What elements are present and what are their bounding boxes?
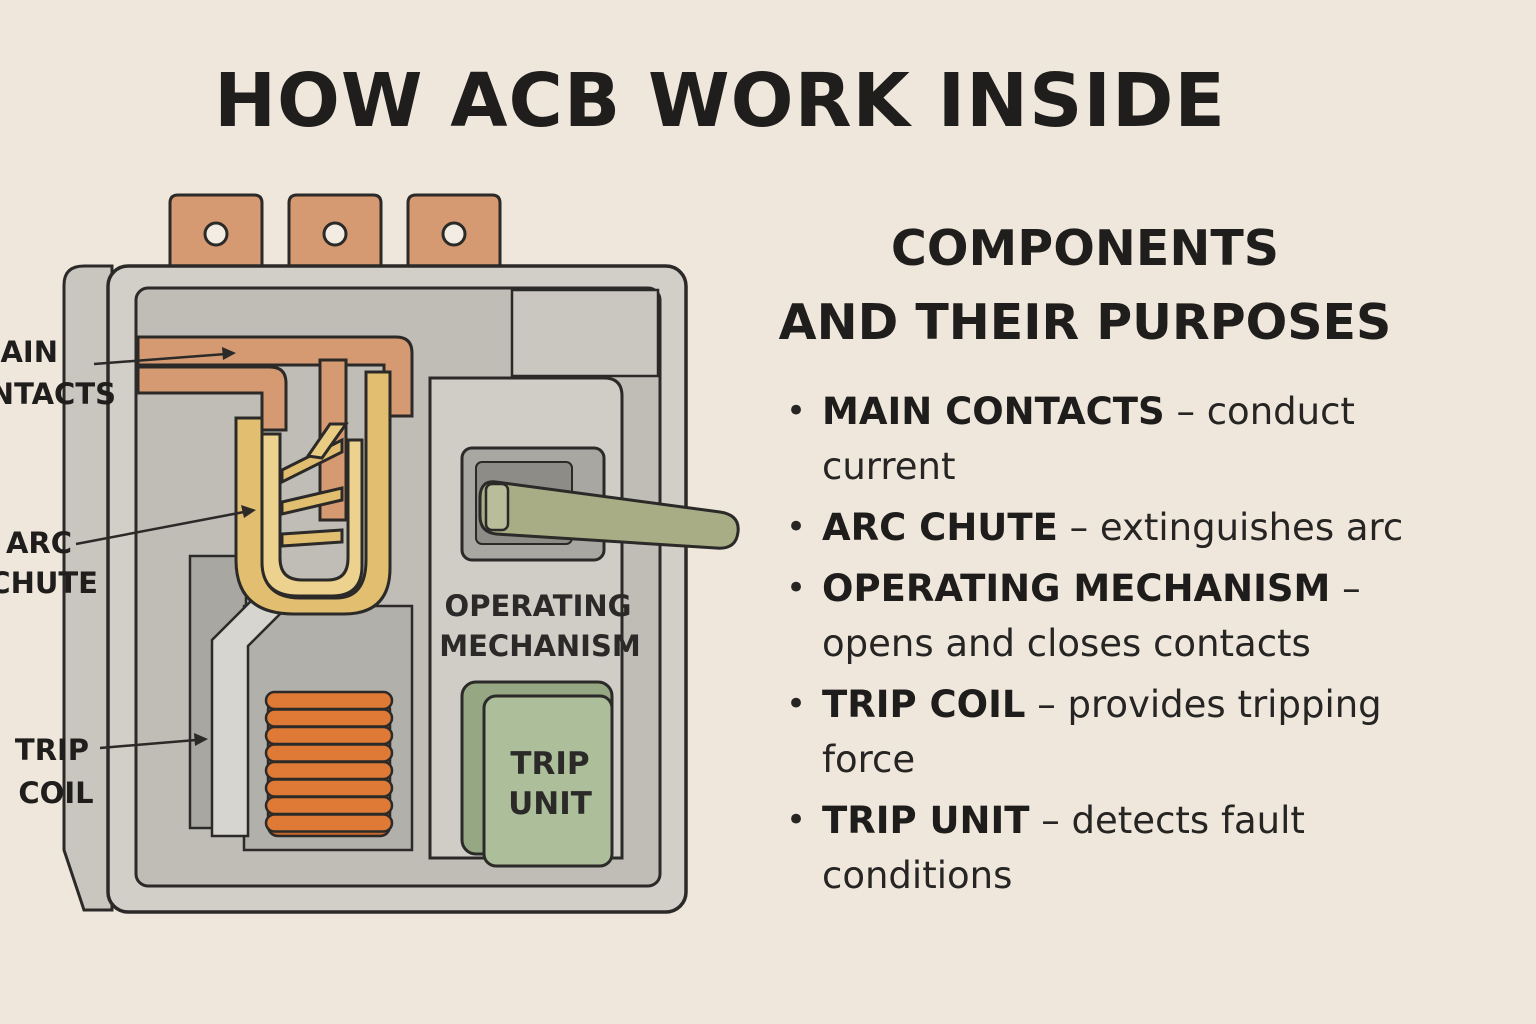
component-desc: – extinguishes arc — [1069, 506, 1404, 549]
components-heading: COMPONENTS AND THEIR PURPOSES — [740, 212, 1430, 360]
callout-main-contacts-line-2: NTACTS — [0, 377, 116, 411]
component-desc: – opens and closes contacts — [822, 567, 1361, 665]
list-item: • ARC CHUTE – extinguishes arc — [786, 500, 1446, 555]
components-heading-line-1: COMPONENTS — [890, 220, 1280, 277]
terminal-2 — [287, 193, 383, 277]
bullet-icon: • — [786, 800, 807, 840]
component-desc: – provides tripping force — [822, 683, 1382, 781]
terminal-1 — [168, 193, 264, 277]
callout-arc-chute-line-1: ARC — [6, 526, 72, 560]
component-name: TRIP UNIT — [822, 799, 1030, 842]
bullet-icon: • — [786, 391, 807, 431]
callout-arc-chute-arrowhead — [241, 505, 256, 518]
coil-winding — [264, 743, 394, 763]
terminal-3 — [406, 193, 502, 277]
terminal-group — [168, 193, 502, 277]
operating-mechanism: OPERATING MECHANISM — [439, 446, 740, 663]
callout-arc-chute-line-2: CHUTE — [0, 566, 98, 600]
component-desc: – detects fault conditions — [822, 799, 1305, 897]
component-name: ARC CHUTE — [822, 506, 1058, 549]
list-item: • TRIP COIL – provides tripping force — [786, 677, 1446, 787]
callout-main-contacts-arrowhead — [222, 347, 236, 360]
component-name: OPERATING MECHANISM — [822, 567, 1331, 610]
callout-trip-coil-line-2: COIL — [18, 776, 93, 810]
trip-unit-face — [482, 694, 614, 868]
trip-unit: TRIP UNIT — [460, 680, 614, 868]
acb-cutaway-diagram: OPERATING MECHANISM TRIP UNIT AIN NTACTS… — [0, 193, 740, 914]
arc-splitter-plate-2 — [280, 486, 344, 516]
components-heading-line-2: AND THEIR PURPOSES — [778, 294, 1392, 351]
arc-chute-inner — [260, 432, 364, 598]
bullet-icon: • — [786, 684, 807, 724]
handle-collar — [484, 482, 510, 532]
trip-coil — [264, 690, 394, 838]
page-title: HOW ACB WORK INSIDE — [214, 58, 1226, 144]
trip-unit-label-line-2: UNIT — [508, 786, 592, 822]
mechanism-label-line-2: MECHANISM — [439, 629, 640, 663]
bullet-icon: • — [786, 507, 807, 547]
callout-main-contacts: AIN NTACTS — [0, 335, 236, 411]
coil-winding — [264, 708, 394, 728]
list-item: • MAIN CONTACTS – conduct current — [786, 384, 1446, 494]
callout-trip-coil-line-1: TRIP — [15, 733, 89, 767]
components-list: • MAIN CONTACTS – conduct current • ARC … — [786, 384, 1446, 909]
component-name: TRIP COIL — [822, 683, 1026, 726]
list-item: • TRIP UNIT – detects fault conditions — [786, 793, 1446, 903]
callout-arc-chute: ARC CHUTE — [0, 505, 256, 600]
coil-winding — [264, 813, 394, 833]
coil-winding — [264, 760, 394, 781]
upper-right-panel — [510, 288, 660, 378]
coil-winding — [264, 725, 394, 746]
callout-trip-coil-arrowhead — [194, 733, 208, 746]
callout-trip-coil-line — [99, 738, 197, 750]
callout-arc-chute-line — [75, 510, 245, 546]
list-item: • OPERATING MECHANISM – opens and closes… — [786, 561, 1446, 671]
component-desc: – conduct current — [822, 390, 1355, 488]
component-name: MAIN CONTACTS — [822, 390, 1165, 433]
callout-trip-coil: TRIP COIL — [15, 733, 208, 810]
arc-splitter-plate-3 — [280, 528, 344, 548]
trip-unit-label-line-1: TRIP — [510, 746, 589, 782]
housing-back-panel — [62, 264, 114, 912]
mechanism-label-line-1: OPERATING — [445, 589, 632, 623]
bullet-icon: • — [786, 568, 807, 608]
contact-finger — [305, 422, 349, 460]
callout-main-contacts-line-1: AIN — [0, 335, 58, 369]
arc-chute — [234, 370, 392, 616]
callout-main-contacts-line — [93, 352, 227, 366]
coil-winding — [264, 778, 394, 798]
coil-winding — [264, 795, 394, 816]
coil-winding — [264, 690, 394, 711]
operating-handle — [478, 480, 740, 550]
